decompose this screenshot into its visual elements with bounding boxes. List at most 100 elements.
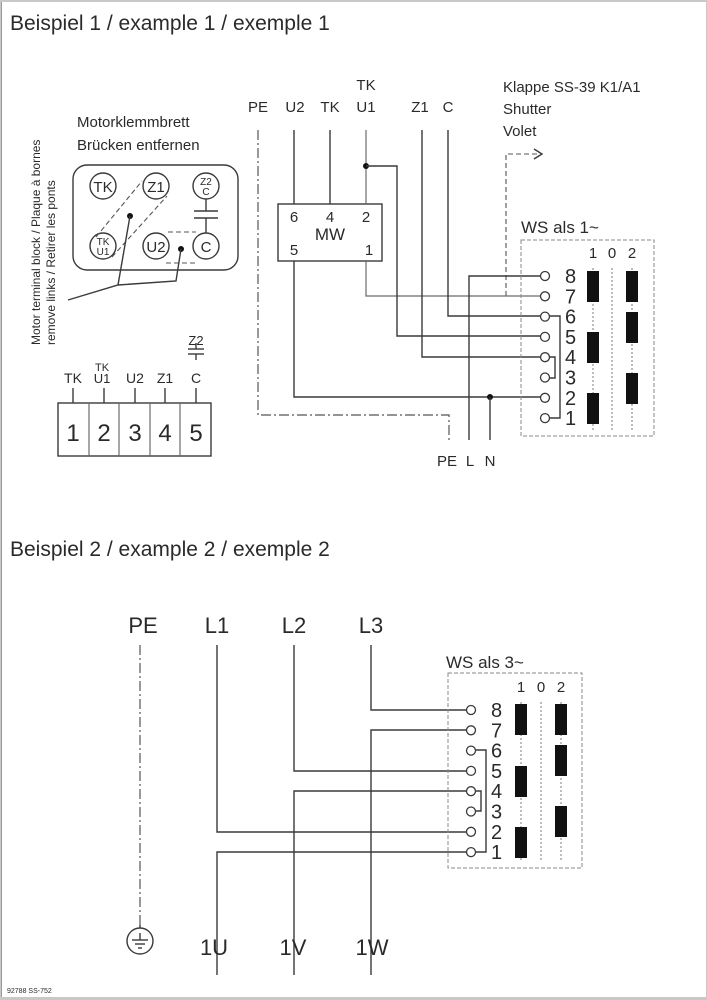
- svg-text:1W: 1W: [356, 935, 389, 960]
- switch-terminal-5: [539, 331, 551, 343]
- footer-code: 92788 SS-752: [7, 988, 52, 995]
- svg-text:L1: L1: [205, 613, 229, 638]
- svg-text:TK: TK: [356, 77, 375, 94]
- example2-top-labels: PE L1 L2 L3: [128, 613, 383, 638]
- switch-terminal-label: 3: [565, 368, 576, 390]
- motor-board-title2: Brücken entfernen: [77, 137, 200, 154]
- svg-text:5: 5: [290, 242, 298, 259]
- motor-terminal-tk: TK: [89, 172, 117, 200]
- side-note-line2: remove links / Retirer les ponts: [44, 180, 58, 345]
- svg-text:3: 3: [128, 420, 141, 447]
- svg-text:2: 2: [97, 420, 110, 447]
- switch-terminal-1: [539, 412, 551, 424]
- ground-icon: [126, 925, 154, 955]
- switch-terminal-label: 8: [491, 700, 502, 722]
- motor-terminal-tku1: TK U1: [89, 232, 117, 260]
- svg-text:4: 4: [158, 420, 171, 447]
- side-note-line1: Motor terminal block / Plaque à bornes: [29, 140, 43, 345]
- switch1-title: WS als 1~: [521, 218, 599, 237]
- wire-labels-top: PE U2 TK TK U1 Z1 C: [248, 77, 454, 116]
- svg-text:0: 0: [608, 245, 616, 262]
- svg-text:U1: U1: [97, 247, 110, 258]
- switch-terminal-label: 2: [491, 822, 502, 844]
- switch-terminal-label: 1: [565, 408, 576, 430]
- switch-terminal-label: 5: [565, 327, 576, 349]
- example2-bottom-labels: 1U 1V 1W: [200, 935, 389, 960]
- svg-text:1V: 1V: [280, 935, 307, 960]
- svg-text:U2: U2: [146, 239, 165, 256]
- removable-links: [67, 180, 196, 301]
- svg-text:1U: 1U: [200, 935, 228, 960]
- switch-terminal-5: [465, 765, 477, 777]
- svg-text:C: C: [443, 99, 454, 116]
- svg-text:TK: TK: [320, 99, 339, 116]
- switch-terminal-label: 2: [565, 388, 576, 410]
- svg-text:L2: L2: [282, 613, 306, 638]
- svg-text:1: 1: [517, 679, 525, 696]
- svg-text:Klappe SS-39 K1/A1: Klappe SS-39 K1/A1: [503, 79, 641, 96]
- svg-text:PE: PE: [128, 613, 157, 638]
- switch-terminal-4: [539, 352, 551, 363]
- motor-board-title1: Motorklemmbrett: [77, 114, 190, 131]
- svg-text:4: 4: [326, 209, 334, 226]
- switch-terminal-label: 6: [565, 307, 576, 329]
- switch-terminal-8: [539, 270, 551, 282]
- motor-terminal-board: [72, 164, 239, 271]
- svg-text:L3: L3: [359, 613, 383, 638]
- svg-text:C: C: [191, 370, 201, 386]
- switch-terminal-label: 4: [491, 781, 502, 803]
- switch-terminal-3: [539, 372, 551, 383]
- switch-terminal-2: [465, 826, 477, 837]
- svg-text:TK: TK: [64, 370, 83, 386]
- svg-text:U2: U2: [285, 99, 304, 116]
- svg-text:U2: U2: [126, 370, 144, 386]
- motor-terminal-z2c: Z2 C: [192, 172, 220, 200]
- switch-terminal-label: 5: [491, 761, 502, 783]
- switch-terminal-label: 3: [491, 802, 502, 824]
- switch-terminal-label: 7: [491, 720, 502, 742]
- switch-terminal-label: 8: [565, 266, 576, 288]
- switch-terminal-7: [539, 291, 551, 302]
- svg-text:C: C: [201, 239, 212, 256]
- switch-terminal-2: [539, 392, 551, 403]
- svg-text:TK: TK: [93, 179, 112, 196]
- switch-terminal-4: [465, 786, 477, 797]
- shutter-note: Klappe SS-39 K1/A1 Shutter Volet: [503, 79, 641, 296]
- svg-text:PE: PE: [437, 453, 457, 470]
- motor-terminal-z1: Z1: [142, 172, 170, 200]
- switch-terminal-label: 7: [565, 286, 576, 308]
- example1-wiring: [257, 130, 561, 440]
- side-note: Motor terminal block / Plaque à bornes r…: [29, 140, 58, 345]
- svg-text:MW: MW: [315, 225, 345, 244]
- mw-relay-box: 6 4 2 MW 5 1: [277, 203, 383, 262]
- example1-title: Beispiel 1 / example 1 / exemple 1: [10, 12, 330, 35]
- svg-text:PE: PE: [248, 99, 268, 116]
- switch-terminal-3: [465, 806, 477, 817]
- svg-text:2: 2: [557, 679, 565, 696]
- board-capacitor-icon: [194, 199, 218, 233]
- svg-text:1: 1: [365, 242, 373, 259]
- svg-text:Z1: Z1: [157, 370, 174, 386]
- strip-cap-label: Z2: [188, 333, 203, 348]
- switch-terminal-label: 1: [491, 842, 502, 864]
- svg-text:U1: U1: [356, 99, 375, 116]
- svg-text:5: 5: [189, 420, 202, 447]
- svg-text:Z1: Z1: [147, 179, 165, 196]
- example2-title: Beispiel 2 / example 2 / exemple 2: [10, 538, 330, 561]
- svg-text:2: 2: [362, 209, 370, 226]
- switch2-title: WS als 3~: [446, 653, 524, 672]
- svg-text:Volet: Volet: [503, 123, 537, 140]
- svg-text:C: C: [202, 187, 209, 198]
- svg-text:Z2: Z2: [200, 177, 212, 188]
- svg-text:6: 6: [290, 209, 298, 226]
- switch-terminal-6: [465, 745, 477, 756]
- motor-terminal-c: C: [192, 232, 220, 260]
- motor-terminal-u2: U2: [142, 232, 170, 260]
- svg-text:1: 1: [589, 245, 597, 262]
- svg-text:L: L: [466, 453, 474, 470]
- svg-text:Shutter: Shutter: [503, 101, 551, 118]
